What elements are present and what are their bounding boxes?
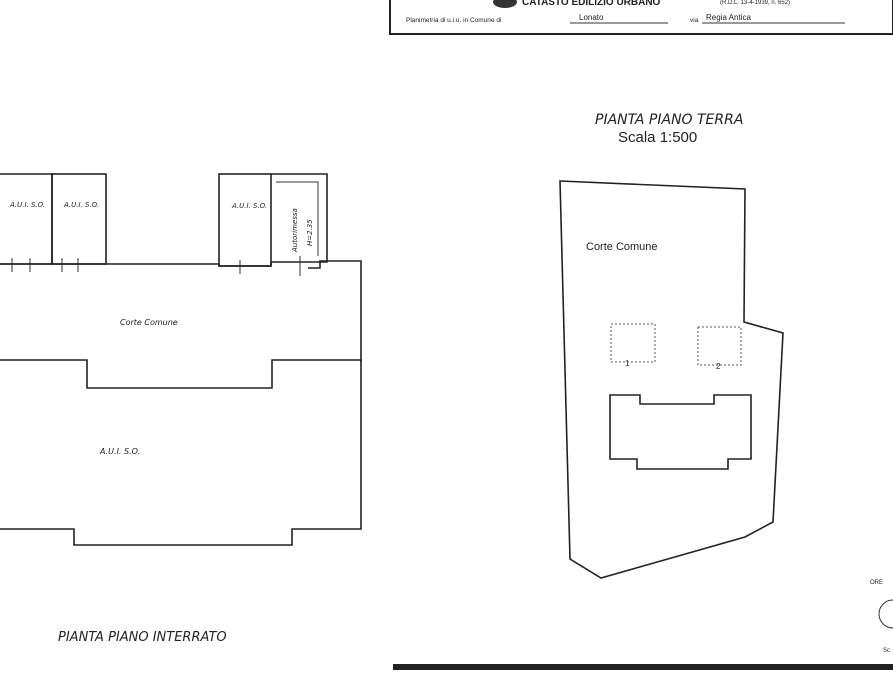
basement-cellar-c: [218, 173, 272, 267]
lot-boundary: [559, 180, 784, 579]
garage-height: H=2.35: [306, 219, 314, 246]
header-comune: Lonato: [579, 13, 604, 22]
margin-circle-stamp: [878, 599, 893, 629]
ground-floor-title: PIANTA PIANO TERRA: [595, 112, 743, 128]
cellar-c-label: A.U.I. S.O.: [231, 202, 267, 210]
basement-corte: [0, 260, 362, 362]
margin-ore-label: ORE: [870, 580, 883, 586]
basement-garage: [271, 173, 328, 269]
header-title-note: (R.D.L. 13-4-1939, n. 652): [720, 0, 790, 6]
garage-label: Autorimessa: [291, 208, 299, 253]
header-via-label: via: [690, 17, 699, 24]
header-title: CATASTO EDILIZIO URBANO: [522, 0, 661, 8]
header-via-value: Regia Antica: [706, 13, 751, 22]
basement-plan: A.U.I. S.O. A.U.I. S.O. A.U.I. S.O. Auto…: [0, 173, 362, 645]
emblem-icon: [493, 0, 517, 8]
header-box: CATASTO EDILIZIO URBANO (R.D.L. 13-4-193…: [389, 0, 893, 35]
header-line-prefix: Planimetria di u.i.u. in Comune di: [406, 17, 501, 24]
ground-floor-plan: PIANTA PIANO TERRA Scala 1:500 Corte Com…: [559, 112, 784, 579]
bottom-border: [393, 664, 893, 670]
ground-unit-2: [697, 326, 742, 366]
basement-title: PIANTA PIANO INTERRATO: [58, 630, 227, 645]
basement-cellar-a: [0, 173, 53, 265]
ground-unit-1: [610, 323, 656, 363]
ground-unit-2-label: 2: [716, 362, 721, 371]
ground-floor-scale: Scala 1:500: [618, 129, 697, 146]
large-unit-label: A.U.I. S.O.: [99, 447, 140, 456]
basement-large-unit: [0, 359, 362, 546]
cellar-b-label: A.U.I. S.O.: [63, 201, 99, 209]
ground-unit-1-label: 1: [625, 359, 630, 368]
cellar-a-label: A.U.I. S.O.: [9, 201, 45, 209]
basement-cellar-b: [51, 173, 107, 265]
ground-building-footprint: [609, 394, 752, 470]
ground-corte-label: Corte Comune: [586, 241, 658, 253]
basement-corte-label: Corte Comune: [120, 318, 178, 327]
right-margin: ORE Sc: [870, 580, 893, 654]
margin-sc-label: Sc: [883, 648, 890, 654]
